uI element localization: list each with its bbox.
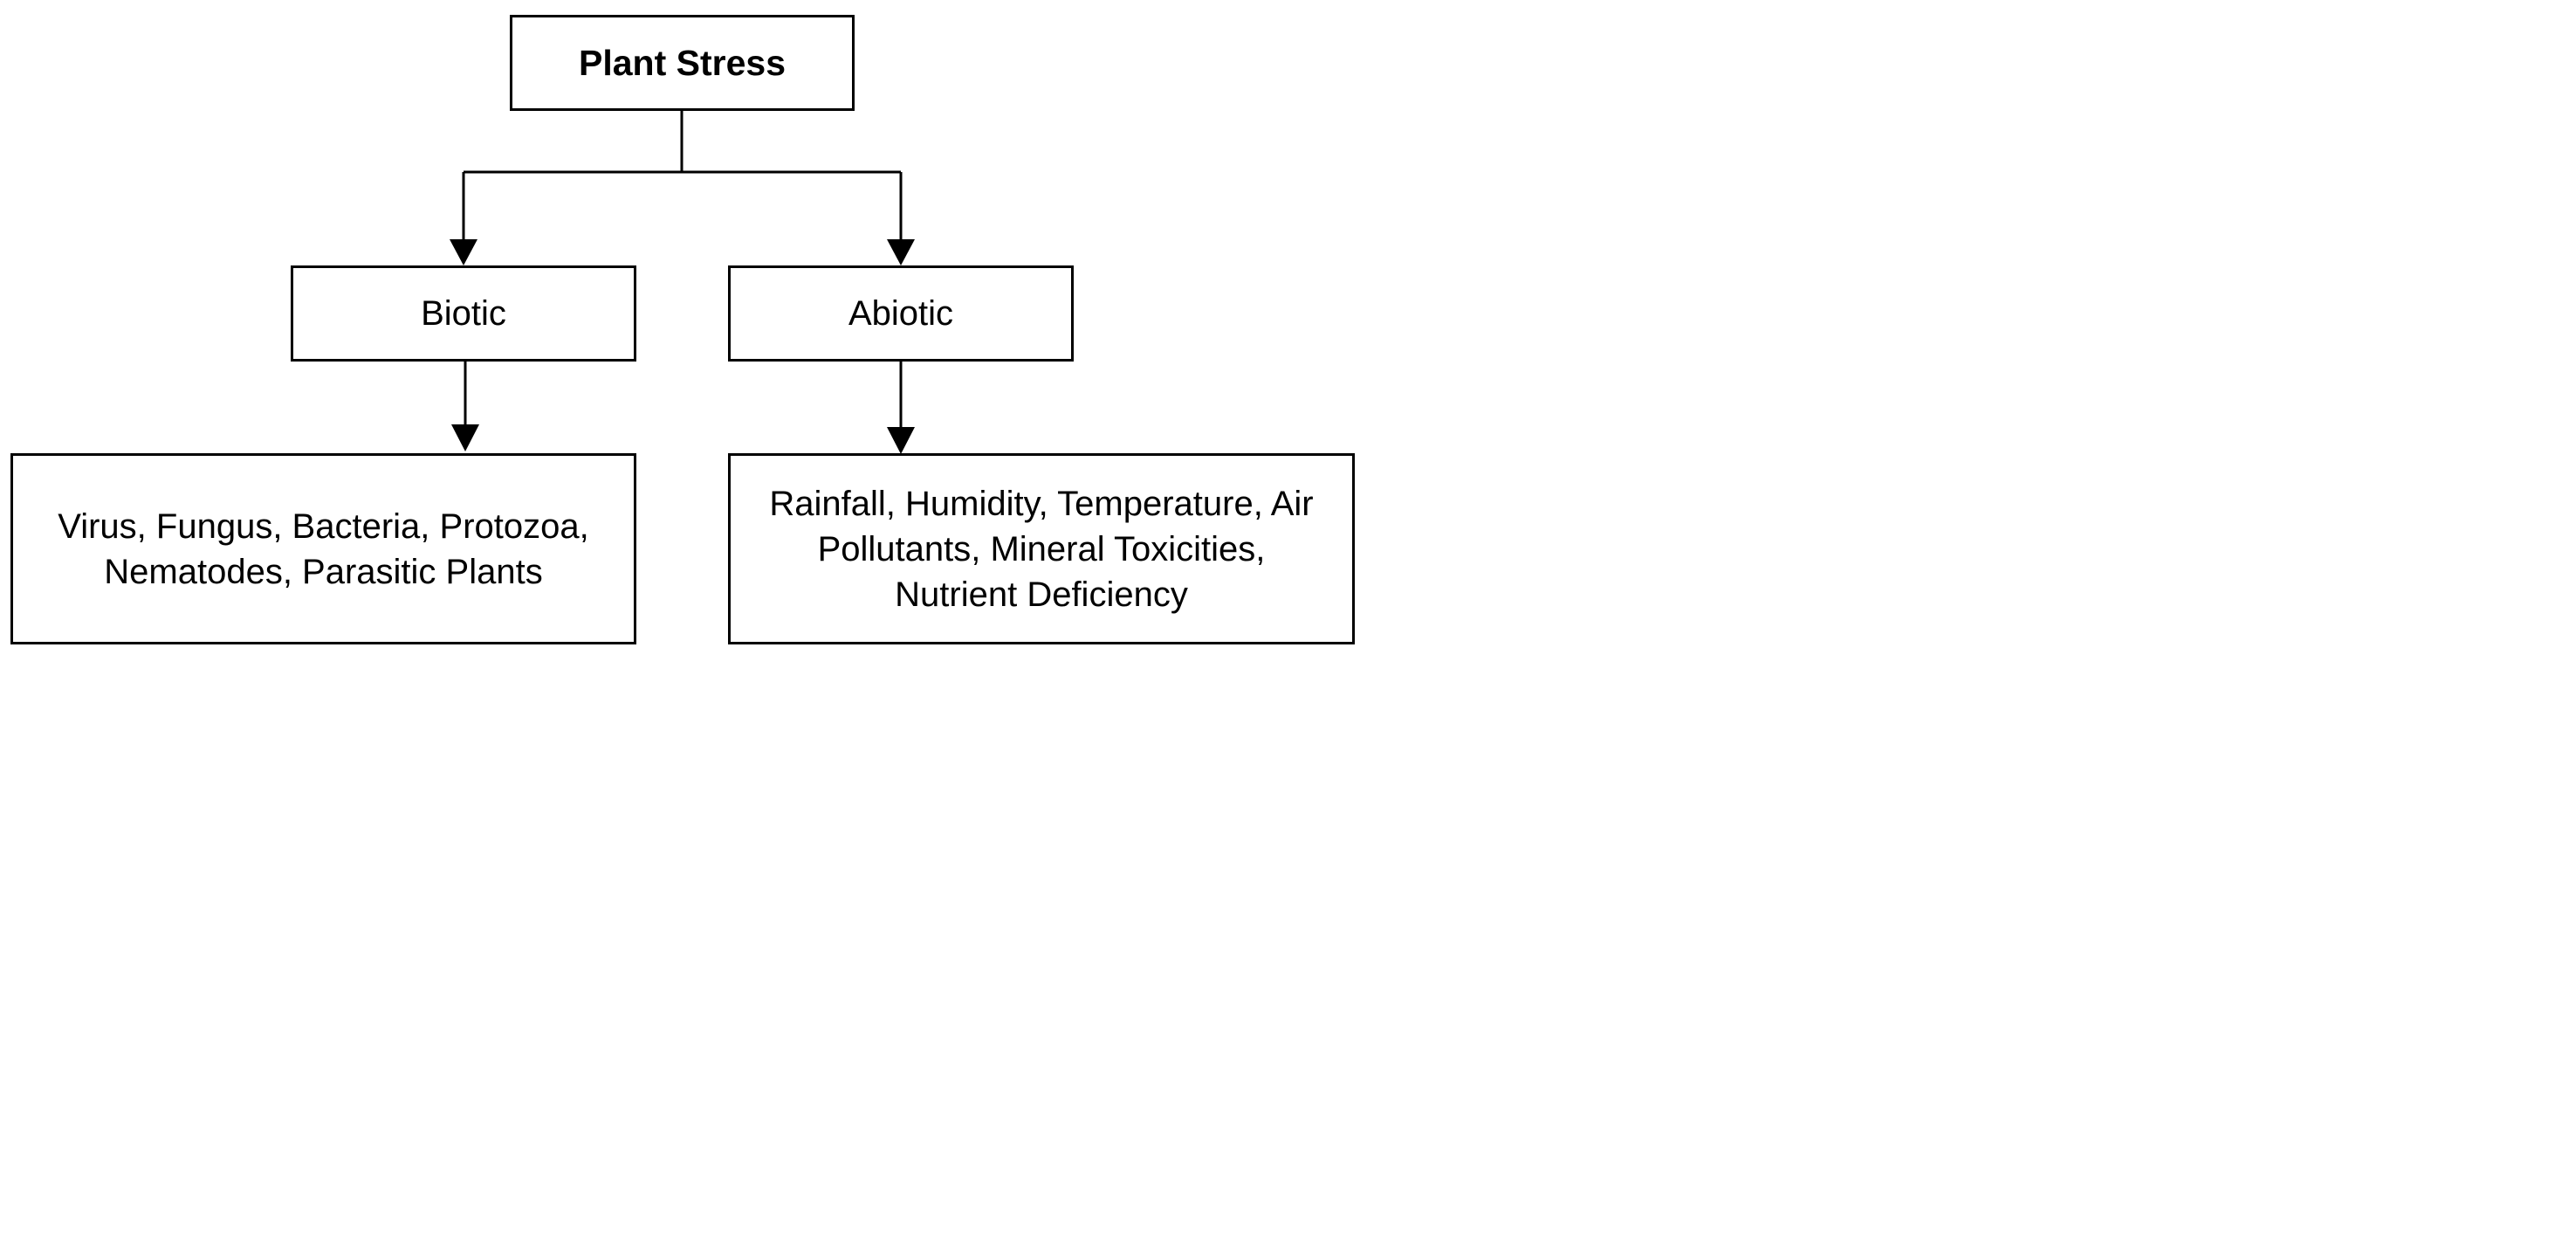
biotic-examples-line: Virus, Fungus, Bacteria, Protozoa, bbox=[58, 506, 589, 546]
root-branch-connector bbox=[464, 111, 901, 174]
plant-stress-label: Plant Stress bbox=[579, 42, 786, 83]
arrowhead-biotic-details bbox=[451, 424, 479, 451]
arrowhead-biotic bbox=[450, 239, 477, 265]
abiotic-examples-line: Rainfall, Humidity, Temperature, Air bbox=[769, 484, 1314, 523]
connector-lines bbox=[450, 111, 915, 454]
abiotic-examples-text: Rainfall, Humidity, Temperature, Air Pol… bbox=[769, 481, 1313, 617]
arrowhead-abiotic-details bbox=[887, 427, 915, 454]
abiotic-examples-node: Rainfall, Humidity, Temperature, Air Pol… bbox=[728, 453, 1355, 644]
abiotic-node: Abiotic bbox=[728, 265, 1074, 362]
biotic-label: Biotic bbox=[421, 293, 506, 333]
biotic-examples-line: Nematodes, Parasitic Plants bbox=[104, 552, 543, 591]
biotic-examples-text: Virus, Fungus, Bacteria, Protozoa, Nemat… bbox=[58, 504, 588, 595]
arrowhead-abiotic bbox=[887, 239, 915, 265]
abiotic-examples-line: Pollutants, Mineral Toxicities, bbox=[817, 529, 1266, 568]
biotic-node: Biotic bbox=[291, 265, 636, 362]
abiotic-label: Abiotic bbox=[848, 293, 954, 333]
plant-stress-node: Plant Stress bbox=[510, 15, 855, 111]
abiotic-examples-line: Nutrient Deficiency bbox=[895, 575, 1188, 614]
plant-stress-diagram: Plant Stress Biotic Abiotic Virus, Fungu… bbox=[0, 0, 1369, 657]
biotic-examples-node: Virus, Fungus, Bacteria, Protozoa, Nemat… bbox=[10, 453, 636, 644]
